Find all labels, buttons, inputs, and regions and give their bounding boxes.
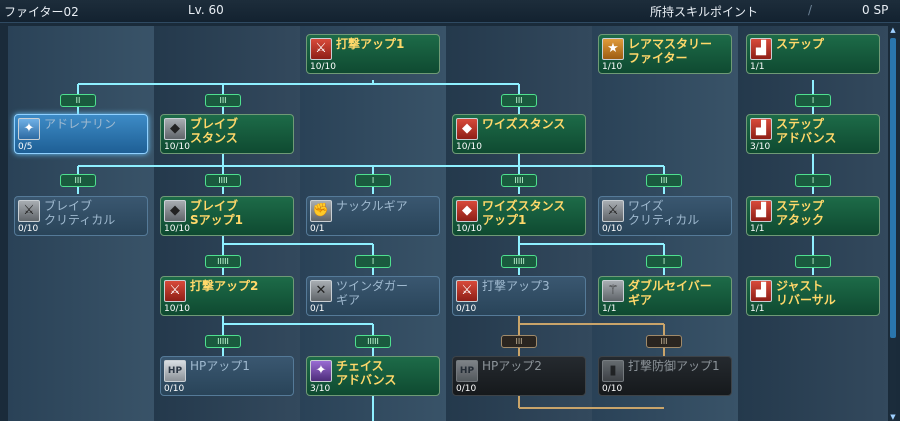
class-name: ファイター02 — [4, 5, 79, 19]
skill-points-value: 0 SP — [862, 3, 889, 17]
skill-brave-critical[interactable]: ⚔ ブレイブ クリティカル 0/10 — [14, 196, 148, 236]
prerequisite-badge: IIIII — [355, 335, 391, 348]
skill-brave-stance[interactable]: ◆ ブレイブ スタンス 10/10 — [160, 114, 294, 154]
scroll-up-icon[interactable]: ▲ — [890, 26, 896, 34]
prerequisite-badge: III — [646, 174, 682, 187]
wise-icon: ◆ — [456, 200, 478, 222]
sword-icon: ⚔ — [164, 280, 186, 302]
skill-double-saber-gear[interactable]: ⚚ ダブルセイバー ギア 1/1 — [598, 276, 732, 316]
sword-icon: ⚔ — [310, 38, 332, 60]
prerequisite-badge: I — [646, 255, 682, 268]
prerequisite-badge: III — [60, 174, 96, 187]
skill-strike-up-2[interactable]: ⚔ 打撃アップ2 10/10 — [160, 276, 294, 316]
wise-stance-icon: ◆ — [456, 118, 478, 140]
prerequisite-badge: IIII — [501, 174, 537, 187]
critical-icon: ⚔ — [18, 200, 40, 222]
prerequisite-badge-locked: III — [501, 335, 537, 348]
prerequisite-badge: IIIII — [205, 255, 241, 268]
skill-chase-advance[interactable]: ✦ チェイス アドバンス 3/10 — [306, 356, 440, 396]
skill-adrenaline[interactable]: ✦ アドレナリン 0/5 — [14, 114, 148, 154]
adrenaline-icon: ✦ — [18, 118, 40, 140]
prerequisite-badge-locked: III — [646, 335, 682, 348]
prerequisite-badge: I — [355, 255, 391, 268]
step-icon: ▟ — [750, 118, 772, 140]
skill-hp-up-1[interactable]: HP HPアップ1 0/10 — [160, 356, 294, 396]
header-divider: / — [808, 3, 813, 17]
skill-just-reversal[interactable]: ▟ ジャスト リバーサル 1/1 — [746, 276, 880, 316]
guard-icon: ▮ — [602, 360, 624, 382]
skill-strike-up-3[interactable]: ⚔ 打撃アップ3 0/10 — [452, 276, 586, 316]
prerequisite-badge: I — [355, 174, 391, 187]
prerequisite-badge: IIIII — [205, 335, 241, 348]
skill-twin-dagger-gear[interactable]: ✕ ツインダガー ギア 0/1 — [306, 276, 440, 316]
hp-icon: HP — [456, 360, 478, 382]
prerequisite-badge: I — [795, 255, 831, 268]
skill-rare-mastery-fighter[interactable]: ★ レアマスタリー ファイター 1/10 — [598, 34, 732, 74]
knuckle-icon: ✊ — [310, 200, 332, 222]
scrollbar[interactable]: ▲ ▼ — [890, 26, 896, 421]
prerequisite-badge: III — [205, 94, 241, 107]
prerequisite-badge: II — [60, 94, 96, 107]
skill-step[interactable]: ▟ ステップ 1/1 — [746, 34, 880, 74]
skill-wise-stance-up[interactable]: ◆ ワイズスタンス アップ1 10/10 — [452, 196, 586, 236]
brave-stance-icon: ◆ — [164, 118, 186, 140]
skill-points-label: 所持スキルポイント — [650, 5, 759, 19]
connection-lines — [77, 80, 814, 421]
critical-icon: ⚔ — [602, 200, 624, 222]
prerequisite-badge: I — [795, 94, 831, 107]
rare-mastery-icon: ★ — [602, 38, 624, 60]
skill-wise-stance[interactable]: ◆ ワイズスタンス 10/10 — [452, 114, 586, 154]
scroll-down-icon[interactable]: ▼ — [890, 413, 896, 421]
skill-brave-s-up[interactable]: ◆ ブレイブ Sアップ1 10/10 — [160, 196, 294, 236]
scrollbar-thumb[interactable] — [890, 38, 896, 338]
prerequisite-badge: IIIII — [501, 255, 537, 268]
class-level: Lv. 60 — [188, 3, 224, 17]
skill-knuckle-gear[interactable]: ✊ ナックルギア 0/1 — [306, 196, 440, 236]
skill-strike-guard-up-1[interactable]: ▮ 打撃防御アップ1 0/10 — [598, 356, 732, 396]
prerequisite-badge: IIII — [205, 174, 241, 187]
chase-icon: ✦ — [310, 360, 332, 382]
dagger-icon: ✕ — [310, 280, 332, 302]
skill-wise-critical[interactable]: ⚔ ワイズ クリティカル 0/10 — [598, 196, 732, 236]
prerequisite-badge: III — [501, 94, 537, 107]
hp-icon: HP — [164, 360, 186, 382]
skill-hp-up-2[interactable]: HP HPアップ2 0/10 — [452, 356, 586, 396]
skill-strike-up-1[interactable]: ⚔ 打撃アップ1 10/10 — [306, 34, 440, 74]
double-saber-icon: ⚚ — [602, 280, 624, 302]
skill-step-advance[interactable]: ▟ ステップ アドバンス 3/10 — [746, 114, 880, 154]
skill-tree-board: II III III I III IIII I IIII III I IIIII… — [8, 26, 888, 421]
title-bar: ファイター02 Lv. 60 所持スキルポイント / 0 SP — [0, 0, 900, 23]
step-icon: ▟ — [750, 200, 772, 222]
brave-icon: ◆ — [164, 200, 186, 222]
skill-step-attack[interactable]: ▟ ステップ アタック 1/1 — [746, 196, 880, 236]
step-icon: ▟ — [750, 280, 772, 302]
prerequisite-badge: I — [795, 174, 831, 187]
sword-icon: ⚔ — [456, 280, 478, 302]
step-icon: ▟ — [750, 38, 772, 60]
